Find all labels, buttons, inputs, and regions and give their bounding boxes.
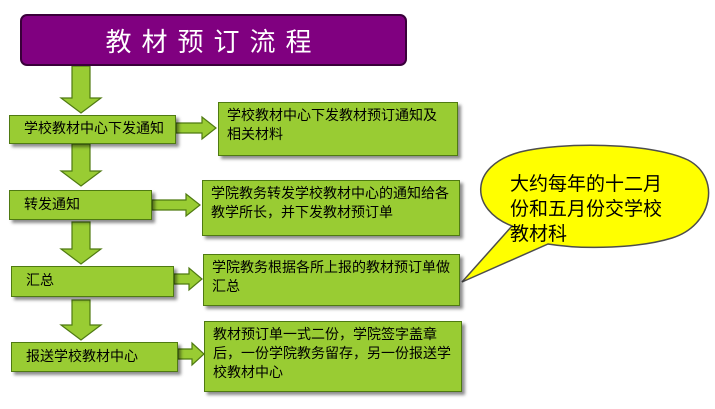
step-box-forward: 转发通知 — [9, 190, 152, 220]
desc-box-forward: 学院教务转发学校教材中心的通知给各教学所长，并下发教材预订单 — [202, 180, 460, 236]
desc-box-summary: 学院教务根据各所上报的教材预订单做汇总 — [203, 254, 460, 306]
step-box-notify: 学校教材中心下发通知 — [9, 115, 176, 144]
down-arrow-4 — [59, 299, 103, 341]
desc-box-submit: 教材预订单一式二份，学院签字盖章后，一份学院教务留存，另一份报送学校教材中心 — [204, 321, 462, 392]
down-arrow-1 — [59, 65, 103, 114]
callout-text: 大约每年的十二月份和五月份交学校教材科 — [510, 173, 663, 245]
down-arrow-3 — [59, 221, 103, 265]
right-arrow-2 — [151, 192, 201, 218]
desc-box-notify: 学校教材中心下发教材预订通知及相关材料 — [218, 102, 458, 156]
right-arrow-4 — [177, 341, 205, 367]
desc-text: 学院教务转发学校教材中心的通知给各教学所长，并下发教材预订单 — [211, 186, 449, 221]
page-title: 教材预订流程 — [20, 14, 407, 66]
step-box-submit: 报送学校教材中心 — [11, 342, 178, 372]
callout-bubble — [461, 144, 710, 283]
step-label: 报送学校教材中心 — [26, 348, 138, 365]
desc-text: 学院教务根据各所上报的教材预订单做汇总 — [212, 260, 450, 295]
step-box-summary: 汇总 — [11, 266, 174, 297]
desc-text: 学校教材中心下发教材预订通知及相关材料 — [227, 108, 437, 143]
step-label: 转发通知 — [24, 196, 80, 213]
desc-text: 教材预订单一式二份，学院签字盖章后，一份学院教务留存，另一份报送学校教材中心 — [213, 327, 451, 381]
step-label: 学校教材中心下发通知 — [24, 121, 164, 137]
down-arrow-2 — [59, 143, 103, 187]
right-arrow-1 — [175, 115, 217, 141]
right-arrow-3 — [173, 266, 203, 292]
step-label: 汇总 — [26, 273, 54, 289]
